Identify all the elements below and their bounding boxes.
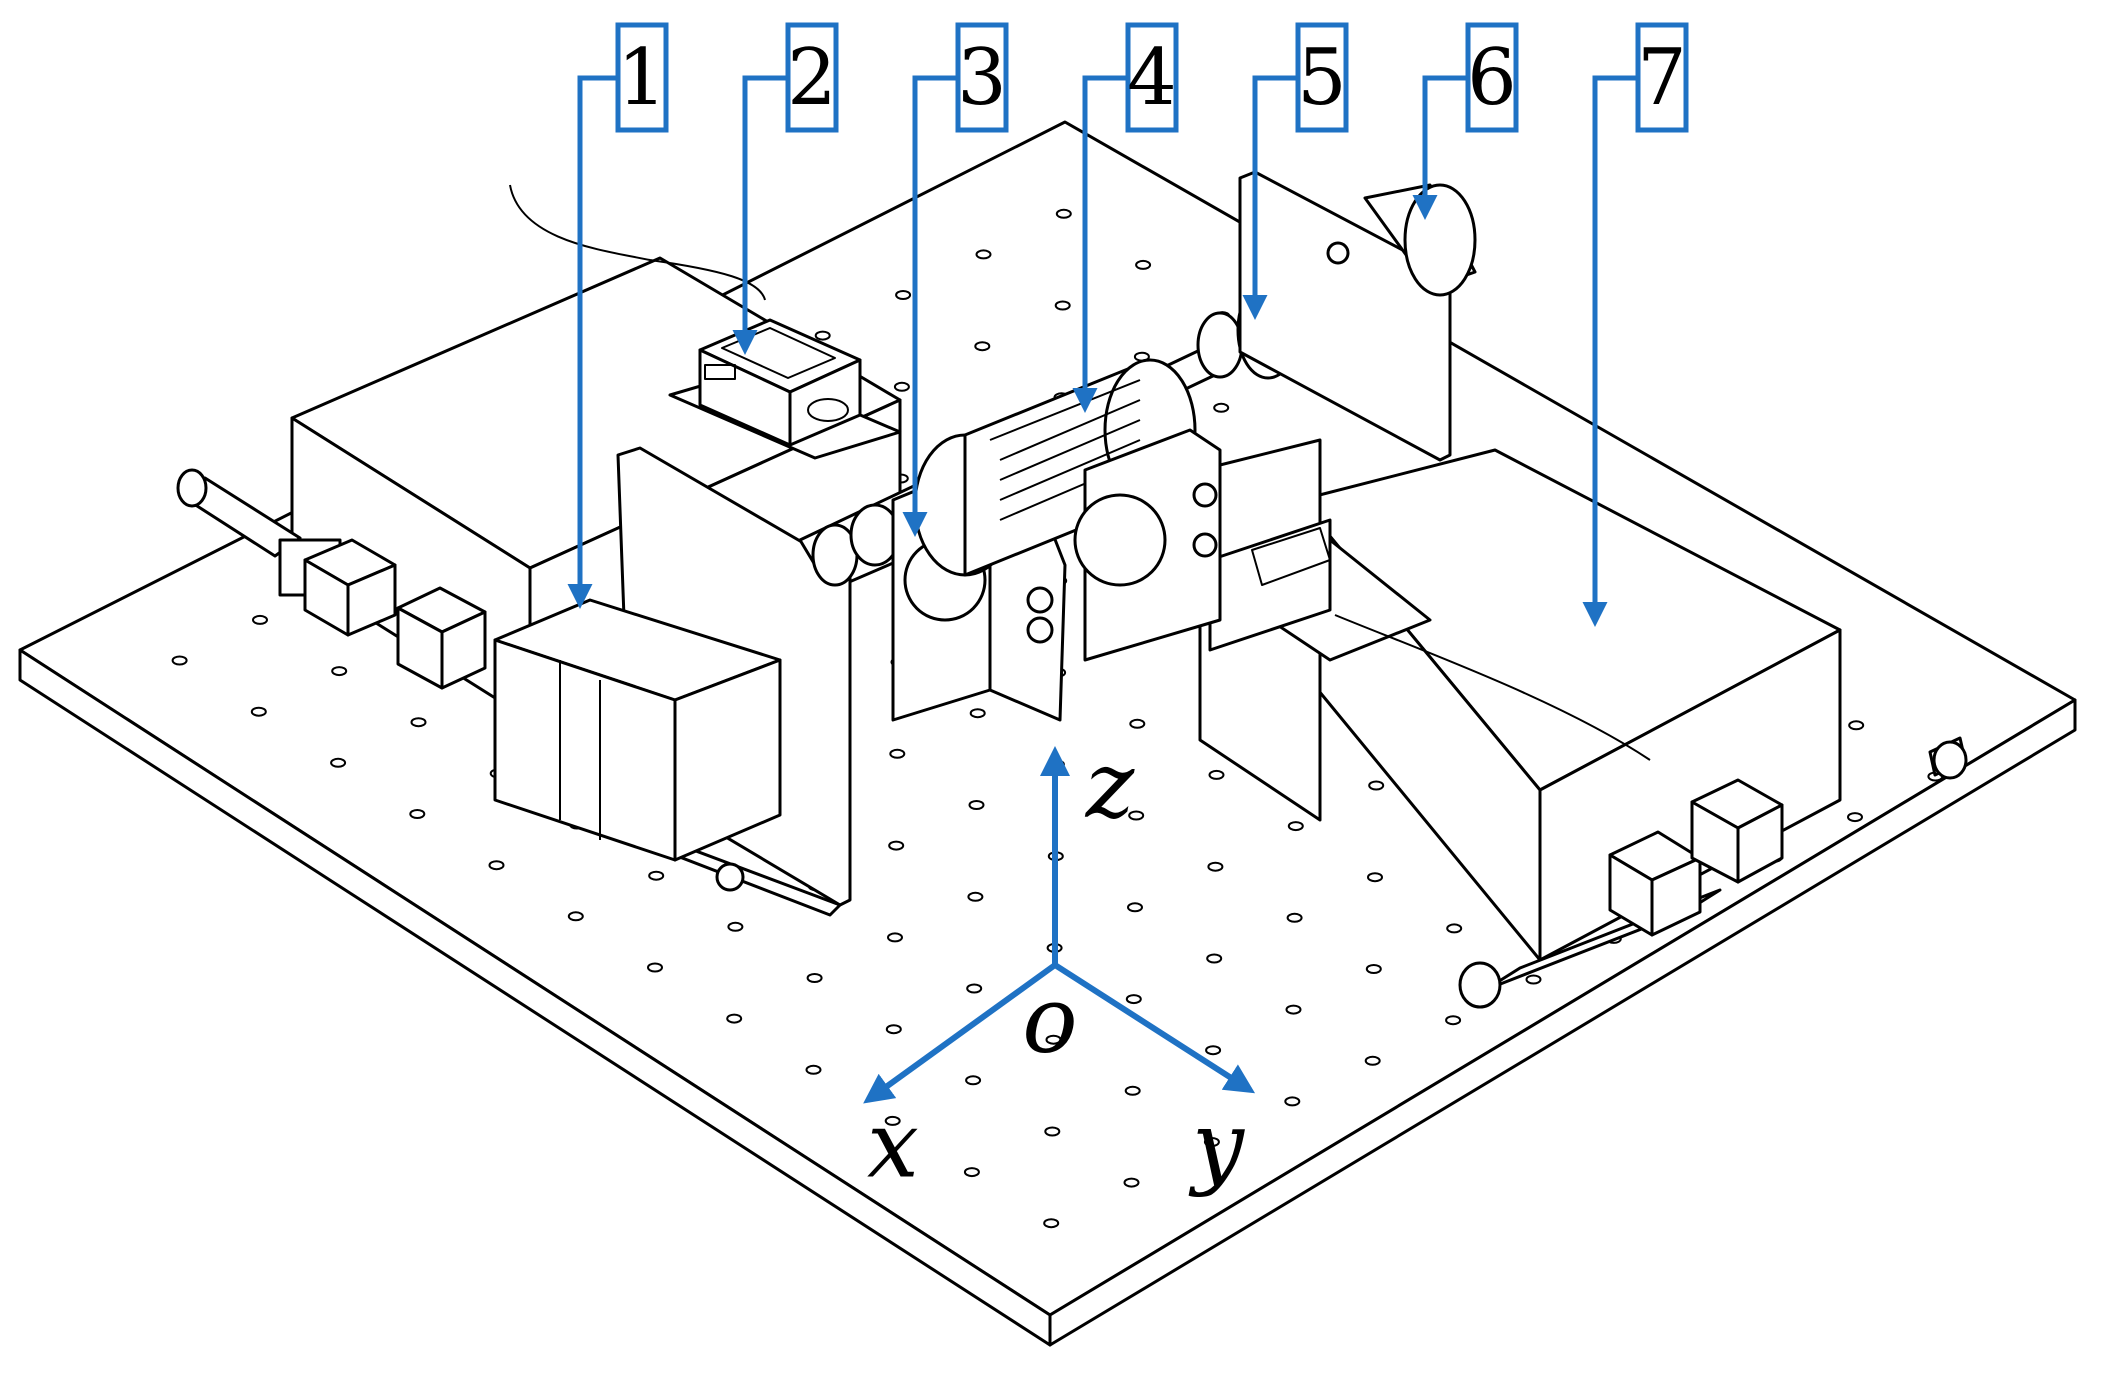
mounting-hole xyxy=(488,860,505,871)
stepper-motor xyxy=(493,598,782,892)
callout-label-6: 6 xyxy=(1467,33,1517,123)
mounting-hole xyxy=(1206,953,1223,964)
mounting-hole xyxy=(648,870,665,881)
mounting-hole xyxy=(1055,208,1072,219)
x-axis-label: x xyxy=(867,1092,919,1199)
mounting-hole xyxy=(884,1115,901,1126)
mounting-hole xyxy=(895,290,912,300)
mounting-hole xyxy=(814,330,831,341)
origin-label: o xyxy=(1022,967,1077,1074)
mounting-hole xyxy=(567,911,584,922)
mounting-hole xyxy=(1208,769,1225,780)
callout-leader-7 xyxy=(1582,75,1638,627)
mounting-hole xyxy=(252,614,268,625)
mounting-hole xyxy=(171,655,188,666)
x-axis-arrow xyxy=(863,962,1057,1104)
mounting-hole xyxy=(806,973,823,983)
right-rail xyxy=(1458,736,1968,1009)
callout-box-7 xyxy=(1635,22,1689,133)
mounting-hole xyxy=(1205,1045,1222,1056)
mounting-hole xyxy=(1043,1218,1060,1229)
callout-box-4 xyxy=(1125,22,1179,133)
callout-box-2 xyxy=(785,22,839,133)
mounting-hole xyxy=(968,800,985,810)
mounting-hole xyxy=(969,708,986,719)
callout-leader-6 xyxy=(1412,75,1468,220)
mounting-hole xyxy=(1364,1055,1381,1066)
y-axis-label: y xyxy=(1188,1092,1245,1199)
mounting-hole xyxy=(1054,300,1071,311)
mounting-hole xyxy=(727,921,744,932)
mounting-hole xyxy=(805,1064,822,1075)
mounting-hole xyxy=(963,1167,980,1178)
rear-bearing-block xyxy=(1073,428,1222,662)
z-axis-label: z xyxy=(1085,732,1135,839)
callout-leader-1 xyxy=(567,75,618,609)
mounting-hole xyxy=(1848,720,1865,731)
mounting-hole xyxy=(1135,259,1152,270)
mounting-hole xyxy=(647,962,663,973)
callout-labels: 1 2 3 4 5 6 7 xyxy=(567,22,1689,627)
mounting-hole xyxy=(1525,974,1542,985)
mounting-hole xyxy=(1203,1137,1220,1147)
mounting-hole xyxy=(1365,964,1382,974)
callout-label-3: 3 xyxy=(957,33,1007,123)
mounting-hole xyxy=(965,1075,982,1086)
mounting-hole xyxy=(1368,780,1385,791)
callout-box-3 xyxy=(955,22,1009,133)
left-rail xyxy=(176,468,487,690)
mounting-hole xyxy=(1284,1096,1301,1107)
mounting-hole xyxy=(1286,912,1303,923)
mounting-hole xyxy=(974,341,991,352)
coordinate-axes: z o x y xyxy=(863,732,1256,1199)
mounting-hole xyxy=(330,757,347,768)
mounting-hole xyxy=(726,1013,743,1024)
callout-box-1 xyxy=(615,22,669,133)
mounting-hole xyxy=(887,932,903,943)
callout-leader-2 xyxy=(732,75,788,355)
mounting-hole xyxy=(889,748,906,759)
mounting-hole xyxy=(1287,821,1304,832)
mounting-hole xyxy=(1044,1126,1061,1137)
mounting-hole xyxy=(975,249,992,260)
callout-leader-5 xyxy=(1242,75,1298,320)
mounting-hole xyxy=(1129,718,1146,729)
mounting-hole xyxy=(893,381,910,392)
callout-label-2: 2 xyxy=(787,33,837,123)
callout-label-1: 1 xyxy=(617,33,667,123)
mounting-hole xyxy=(1128,810,1145,821)
callout-box-6 xyxy=(1465,22,1519,133)
mounting-hole xyxy=(1213,402,1230,413)
mounting-hole xyxy=(1445,1015,1462,1026)
callout-leader-3 xyxy=(902,75,958,537)
mounting-hole xyxy=(1123,1177,1140,1188)
mounting-hole xyxy=(885,1024,902,1035)
mounting-hole xyxy=(1127,902,1143,913)
mounting-hole xyxy=(1367,872,1383,883)
mounting-hole xyxy=(1045,1034,1062,1045)
right-displacement-sensor xyxy=(1208,518,1651,761)
mounting-hole xyxy=(1207,861,1224,872)
mounting-hole xyxy=(410,717,427,728)
callout-label-5: 5 xyxy=(1297,33,1347,123)
callout-box-5 xyxy=(1295,22,1349,133)
mounting-hole xyxy=(1285,1004,1302,1015)
callout-label-7: 7 xyxy=(1637,33,1687,123)
mounting-hole xyxy=(966,983,983,994)
mounting-hole xyxy=(1125,994,1142,1005)
mounting-hole xyxy=(967,891,984,902)
callout-leader-4 xyxy=(1072,75,1128,413)
mounting-hole xyxy=(1124,1085,1141,1096)
mounting-hole xyxy=(1446,923,1463,934)
mounting-hole xyxy=(331,666,348,677)
mounting-hole xyxy=(888,840,905,851)
mounting-hole xyxy=(409,809,426,819)
mounting-hole xyxy=(250,706,267,717)
mounting-hole xyxy=(1847,812,1863,823)
callout-label-4: 4 xyxy=(1127,33,1177,123)
y-axis-arrow xyxy=(1053,962,1256,1094)
